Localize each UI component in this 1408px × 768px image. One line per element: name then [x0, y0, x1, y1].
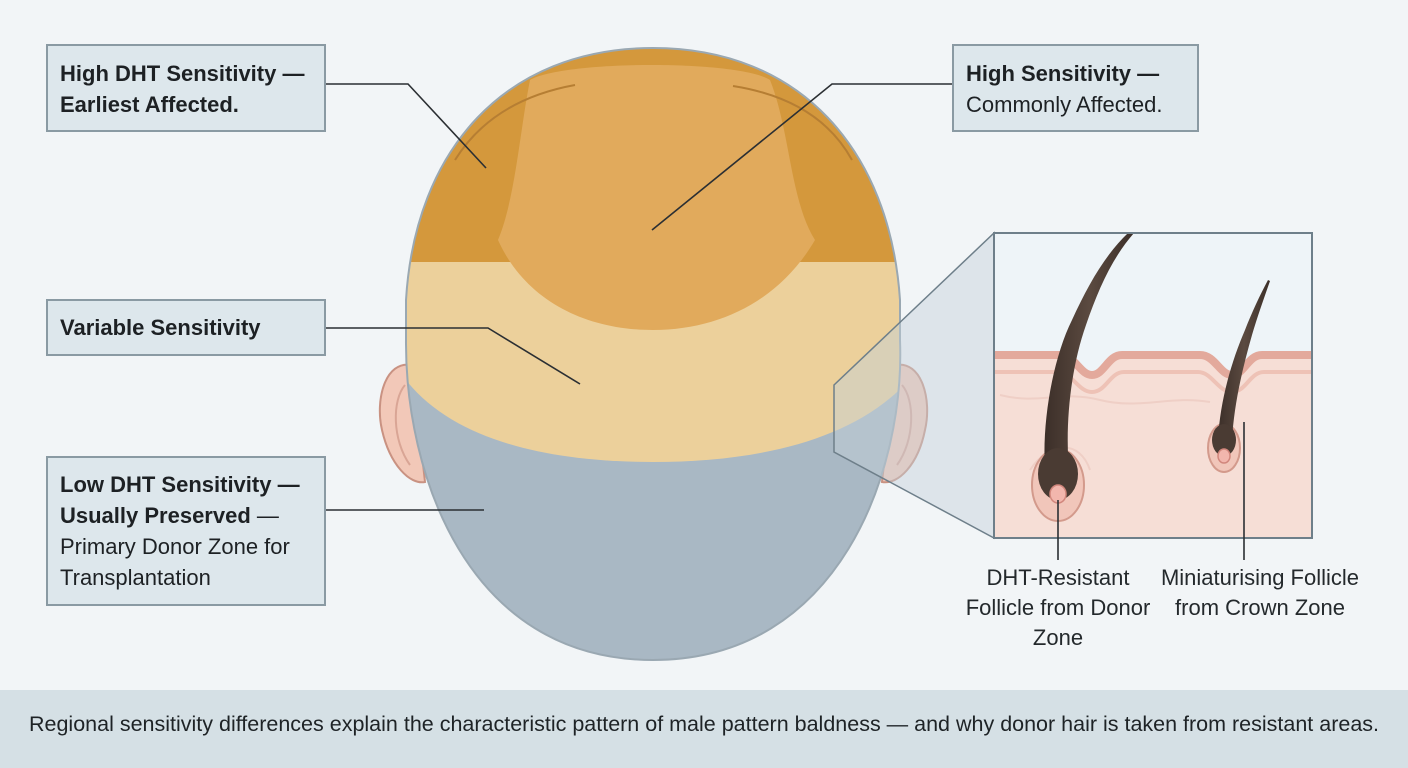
label-common-title: High Sensitivity —: [966, 61, 1160, 86]
midscalp-zone: [405, 250, 901, 462]
leader-lines: [326, 83, 1245, 560]
label-low-subtitle-line: Usually Preserved —: [60, 500, 312, 531]
label-common-desc: Commonly Affected.: [966, 92, 1163, 117]
resistant-hair-shaft: [1044, 233, 1134, 480]
caption-resistant-follicle: DHT-Resistant Follicle from Donor Zone: [965, 565, 1151, 650]
label-low-dash: —: [250, 503, 279, 528]
footer-bar: [0, 690, 1408, 768]
leader-variable: [326, 327, 581, 385]
leader-common: [651, 83, 952, 231]
footer-caption: Regional sensitivity differences explain…: [28, 712, 1380, 736]
follicle-inset: [993, 232, 1313, 539]
head-outline: [404, 46, 902, 662]
label-low-dht-preserved: Low DHT Sensitivity — Usually Preserved …: [46, 456, 326, 606]
label-low-desc: Primary Donor Zone for Transplantation: [60, 534, 290, 590]
label-low-title: Low DHT Sensitivity —: [60, 472, 300, 497]
label-earliest-text: High DHT Sensitivity — Earliest Affected…: [60, 61, 305, 117]
head: [405, 48, 901, 660]
miniaturising-hair-shaft: [1218, 280, 1270, 440]
label-variable-text: Variable Sensitivity: [60, 315, 261, 340]
label-low-subtitle: Usually Preserved: [60, 503, 251, 528]
label-high-sensitivity-common: High Sensitivity — Commonly Affected.: [952, 44, 1199, 132]
caption-miniaturising-follicle: Miniaturising Follicle from Crown Zone: [1160, 565, 1360, 620]
resistant-bulb: [1038, 448, 1078, 500]
label-variable-sensitivity: Variable Sensitivity: [46, 299, 326, 356]
leader-earliest: [326, 83, 487, 169]
miniaturising-papilla: [1217, 448, 1231, 464]
label-high-dht-earliest: High DHT Sensitivity — Earliest Affected…: [46, 44, 326, 132]
crown-zone: [498, 65, 815, 330]
miniaturising-bulb: [1212, 424, 1236, 456]
